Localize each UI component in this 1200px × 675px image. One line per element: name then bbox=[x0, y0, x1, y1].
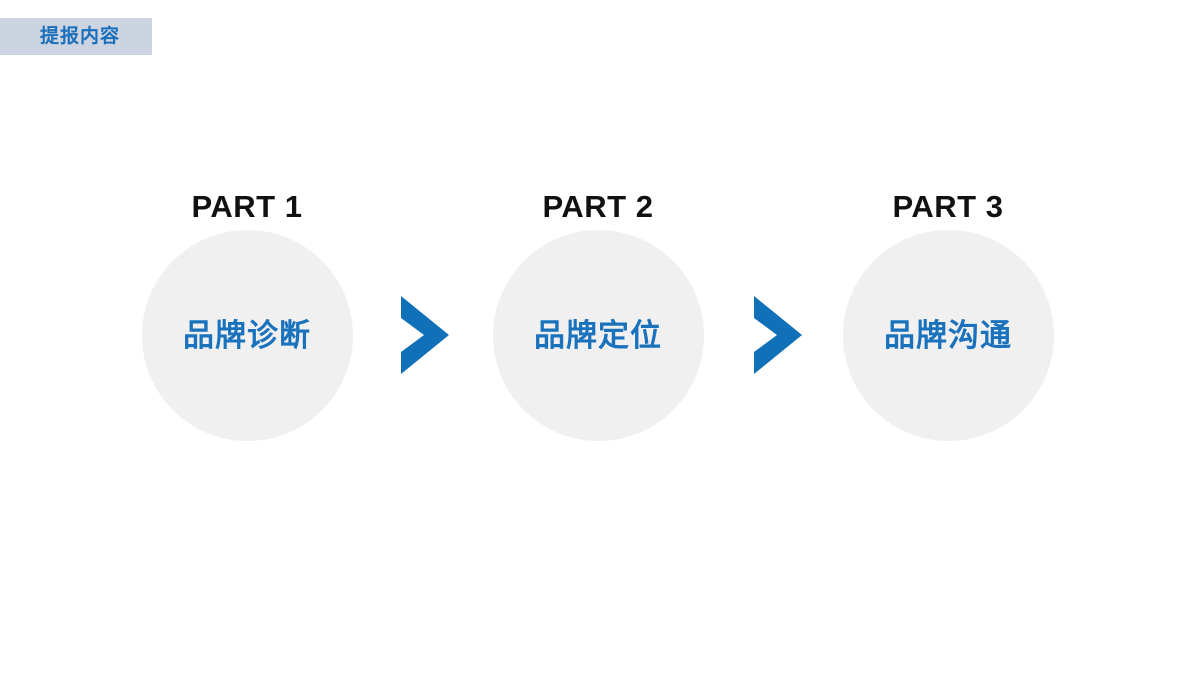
chevron-right-icon bbox=[397, 296, 449, 374]
step-circle-1[interactable]: 品牌诊断 bbox=[141, 230, 353, 441]
part-label-3: PART 3 bbox=[892, 189, 1004, 224]
process-step-1[interactable]: PART 1 品牌诊断 bbox=[127, 188, 367, 441]
process-step-3[interactable]: PART 3 品牌沟通 bbox=[828, 188, 1068, 441]
step-title-2: 品牌定位 bbox=[534, 318, 662, 353]
part-label-1: PART 1 bbox=[191, 189, 303, 224]
section-title-text: 提报内容 bbox=[39, 26, 120, 47]
section-title-badge: 提报内容 bbox=[0, 18, 152, 55]
step-title-1: 品牌诊断 bbox=[183, 318, 311, 353]
step-title-3: 品牌沟通 bbox=[884, 318, 1012, 353]
chevron-right-icon bbox=[750, 296, 802, 374]
part-label-2: PART 2 bbox=[542, 189, 654, 224]
step-circle-3[interactable]: 品牌沟通 bbox=[842, 230, 1054, 441]
step-circle-2[interactable]: 品牌定位 bbox=[492, 230, 704, 441]
process-step-2[interactable]: PART 2 品牌定位 bbox=[478, 188, 718, 441]
